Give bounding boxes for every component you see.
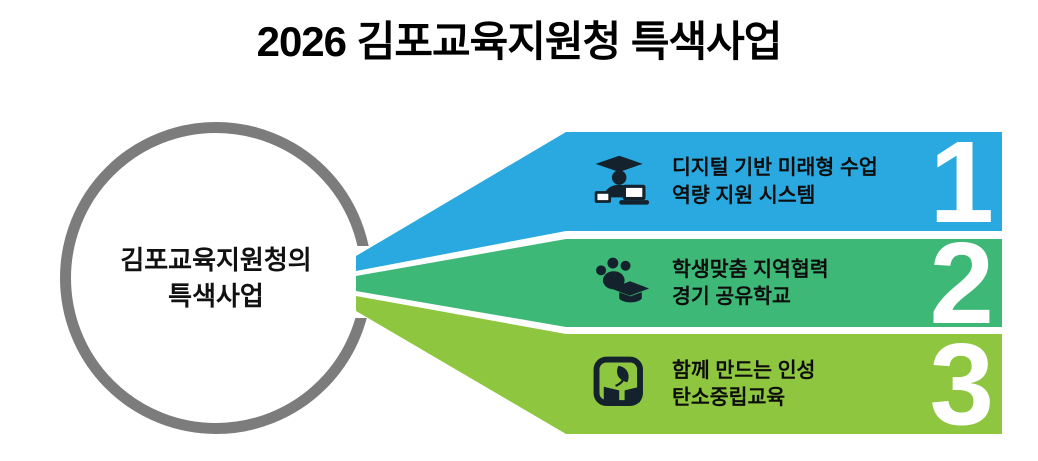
banner-2-number: 2 xyxy=(929,218,994,348)
banner-2-text: 학생맞춤 지역협력 경기 공유학교 xyxy=(672,256,829,310)
banner-1-line2: 역량 지원 시스템 xyxy=(672,183,816,207)
circle-label-line2: 특색사업 xyxy=(168,281,264,311)
banner-3-text: 함께 만드는 인성 탄소중립교육 xyxy=(672,357,815,411)
connector-band-1 xyxy=(356,132,566,271)
banner-3-number: 3 xyxy=(929,319,994,449)
central-circle: 김포교육지원청의 특색사업 xyxy=(60,122,372,434)
page-title: 2026 김포교육지원청 특색사업 xyxy=(256,18,783,65)
banner-1-line1: 디지털 기반 미래형 수업 xyxy=(672,156,878,180)
connector-band-3 xyxy=(356,296,566,434)
central-circle-label: 김포교육지원청의 특색사업 xyxy=(120,242,311,315)
circle-label-line1: 김포교육지원청의 xyxy=(120,244,312,275)
graduate-laptop-icon xyxy=(592,153,650,211)
feature-banner-3: 함께 만드는 인성 탄소중립교육 3 xyxy=(566,326,1002,442)
paw-gradcap-icon xyxy=(592,254,650,312)
banner-2-line1: 학생맞춤 지역협력 xyxy=(672,257,829,281)
banner-1-number: 1 xyxy=(929,116,994,247)
book-leaf-icon xyxy=(592,355,650,413)
banner-3-line1: 함께 만드는 인성 xyxy=(672,358,816,382)
banner-3-line2: 탄소중립교육 xyxy=(672,386,786,409)
feature-banner-2: 학생맞춤 지역협력 경기 공유학교 2 xyxy=(566,225,1002,341)
feature-banner-1: 디지털 기반 미래형 수업 역량 지원 시스템 1 xyxy=(566,124,1002,240)
connector-band-2 xyxy=(356,239,566,327)
banner-1-text: 디지털 기반 미래형 수업 역량 지원 시스템 xyxy=(672,154,878,208)
banner-2-line2: 경기 공유학교 xyxy=(672,285,791,308)
